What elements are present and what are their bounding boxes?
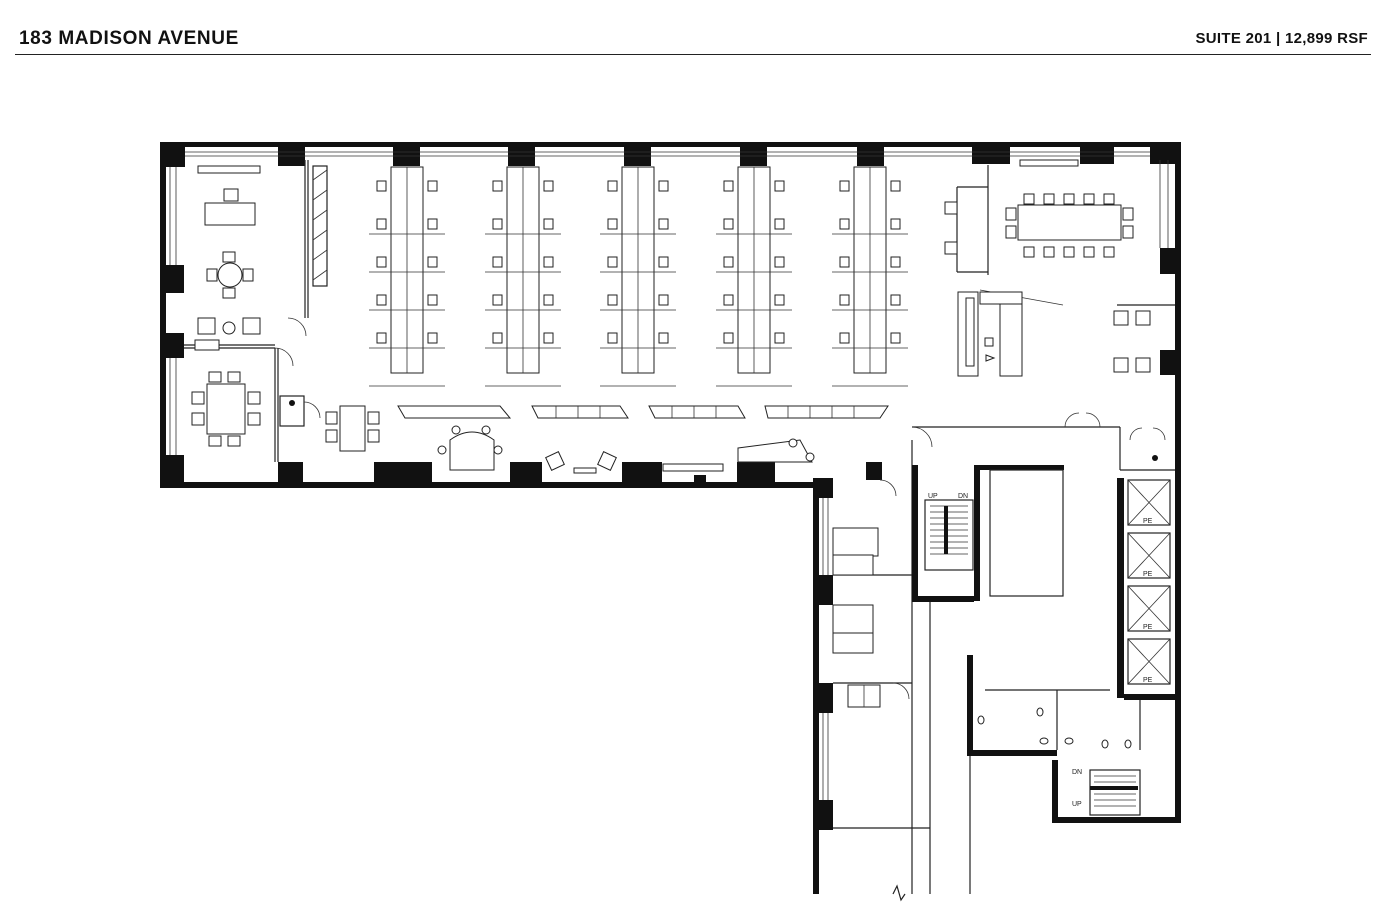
- bench-2: [485, 166, 561, 387]
- elevator-label: PE: [1143, 518, 1153, 525]
- desk-chair: [774, 256, 785, 268]
- conference-room-furniture: [944, 159, 1134, 258]
- desk-chair: [658, 256, 669, 268]
- desk-chair: [723, 218, 734, 230]
- desk-chair: [890, 218, 901, 230]
- desk-chair: [723, 294, 734, 306]
- building-core: UP DN PE PE PE PE: [892, 465, 1181, 902]
- desk-chair: [723, 256, 734, 268]
- credenzas: [397, 405, 889, 419]
- desk-chair: [492, 332, 503, 344]
- desk-chair: [376, 294, 387, 306]
- desk-chair: [427, 180, 438, 192]
- desk-chair: [543, 218, 554, 230]
- storage-shelving: [312, 165, 328, 287]
- desk-chair: [658, 218, 669, 230]
- desk-chair: [658, 180, 669, 192]
- elevator-shaft-3: PE: [1127, 585, 1171, 632]
- stair-down-label: DN: [958, 493, 968, 500]
- desk-chair: [774, 180, 785, 192]
- desk-chair: [607, 256, 618, 268]
- lounge-furniture: [325, 405, 815, 474]
- desk-chair: [492, 180, 503, 192]
- desk-chair: [427, 332, 438, 344]
- pantry-furniture: [289, 291, 1158, 461]
- desk-chair: [492, 256, 503, 268]
- desk-chair: [658, 332, 669, 344]
- desk-chair: [839, 256, 850, 268]
- elevator-label: PE: [1143, 624, 1153, 631]
- stair-up-label: UP: [928, 493, 938, 500]
- desk-chair: [890, 332, 901, 344]
- desk-chair: [890, 256, 901, 268]
- desk-chair: [543, 180, 554, 192]
- exterior-walls: [160, 142, 1181, 894]
- bench-3: [600, 166, 676, 387]
- desk-chair: [492, 218, 503, 230]
- desk-chair: [607, 218, 618, 230]
- interior-walls: [184, 160, 1175, 894]
- stair-up-label-2: UP: [1072, 801, 1082, 808]
- desk-chair: [376, 256, 387, 268]
- elevator-label: PE: [1143, 571, 1153, 578]
- bench-4: [716, 166, 792, 387]
- desk-chair: [543, 332, 554, 344]
- desk-chair: [839, 180, 850, 192]
- desk-chair: [774, 332, 785, 344]
- building-name: 183 MADISON AVENUE: [19, 28, 239, 49]
- desk-chair: [427, 218, 438, 230]
- header-divider: [15, 54, 1371, 55]
- desk-chair: [839, 294, 850, 306]
- desk-chair: [890, 180, 901, 192]
- desk-chair: [839, 218, 850, 230]
- desk-chair: [376, 332, 387, 344]
- desk-chair: [658, 294, 669, 306]
- desk-chair: [890, 294, 901, 306]
- west-wing-furniture: [832, 527, 881, 708]
- desk-chair: [543, 256, 554, 268]
- desk-chair: [839, 332, 850, 344]
- desk-chair: [723, 180, 734, 192]
- elevator-shaft-4: PE: [1127, 638, 1171, 685]
- bench-5: [832, 166, 908, 387]
- elevator-shaft-2: PE: [1127, 532, 1171, 579]
- windows: [169, 151, 1169, 800]
- bench-1: [369, 166, 445, 387]
- desk-chair: [607, 332, 618, 344]
- desk-chair: [376, 180, 387, 192]
- desk-chair: [492, 294, 503, 306]
- desk-chair: [774, 218, 785, 230]
- desk-chair: [427, 294, 438, 306]
- elevator-label: PE: [1143, 677, 1153, 684]
- suite-info: SUITE 201 | 12,899 RSF: [1195, 30, 1368, 47]
- desk-chair: [543, 294, 554, 306]
- elevator-shaft-1: PE: [1127, 479, 1171, 526]
- stair-treads-1: [930, 505, 968, 555]
- desk-chair: [427, 256, 438, 268]
- stair-down-label-2: DN: [1072, 769, 1082, 776]
- desk-chair: [723, 332, 734, 344]
- desk-chair: [376, 218, 387, 230]
- desk-chair: [607, 294, 618, 306]
- desk-chair: [774, 294, 785, 306]
- private-office-furniture: [191, 165, 261, 447]
- desk-chair: [607, 180, 618, 192]
- workstation-benches: [369, 166, 908, 387]
